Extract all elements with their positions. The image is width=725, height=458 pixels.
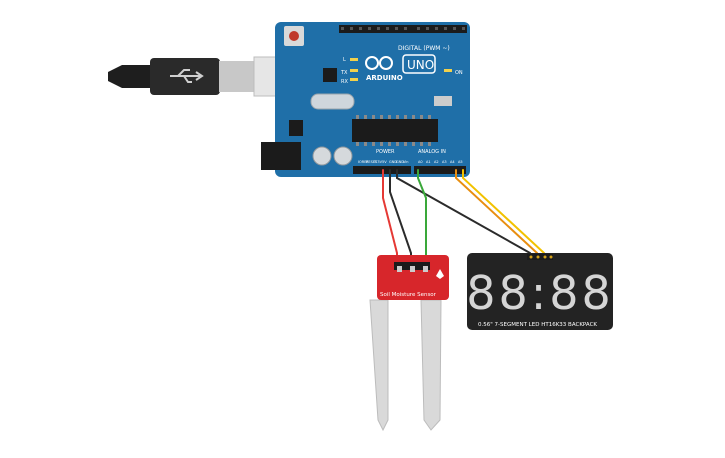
- regulator: [289, 120, 303, 136]
- pin-label: A3: [442, 160, 447, 164]
- pin-label: 5V: [382, 160, 387, 164]
- digital-header[interactable]: [339, 25, 467, 33]
- sensor-probe-left: [369, 299, 389, 432]
- pin-label: 3.3V: [374, 160, 383, 164]
- power-label: POWER: [376, 149, 395, 155]
- pin-label: Vin: [403, 160, 409, 164]
- wires: [382, 169, 545, 263]
- wire-a4-orange[interactable]: [455, 169, 538, 254]
- display-label: 0.56" 7-SEGMENT LED HT16K33 BACKPACK: [478, 322, 597, 328]
- on-label: ON: [455, 70, 463, 76]
- display-header[interactable]: [527, 254, 553, 260]
- soil-moisture-sensor[interactable]: Soil Moisture Sensor: [369, 255, 449, 432]
- wire-gnd-to-display[interactable]: [396, 169, 531, 254]
- pin-label: GND: [389, 160, 397, 164]
- pin-label: A4: [450, 160, 455, 164]
- wire-a5-yellow[interactable]: [462, 169, 545, 254]
- sensor-probe-right: [420, 299, 442, 431]
- pin-label: GND: [396, 160, 404, 164]
- arduino-uno-board[interactable]: DIGITAL (PWM ~) ARDUINO UNO TX RX L ON: [261, 22, 470, 177]
- pin-label: A2: [434, 160, 439, 164]
- wire-a0-green[interactable]: [417, 169, 427, 263]
- capacitor: [333, 146, 353, 166]
- usb-chip: [323, 68, 337, 82]
- pin-label: A1: [426, 160, 431, 164]
- pin-label: RESET: [366, 160, 378, 164]
- arduino-logo-icon: [365, 56, 393, 70]
- tx-label: TX: [340, 70, 348, 76]
- display-digits: 88:88: [466, 266, 614, 320]
- brand-label: ARDUINO: [366, 74, 403, 82]
- capacitor: [312, 146, 332, 166]
- usb-cable[interactable]: [108, 56, 287, 97]
- pin-label: IOREF: [358, 160, 368, 164]
- sensor-title: Soil Moisture Sensor: [380, 292, 437, 298]
- crystal: [310, 93, 355, 110]
- pin-label: A0: [418, 160, 423, 164]
- pin-label: A5: [458, 160, 463, 164]
- analog-header[interactable]: [414, 166, 466, 174]
- icsp-header: [434, 96, 452, 106]
- flame-icon: [436, 269, 444, 279]
- seven-segment-display[interactable]: 88:88 0.56" 7-SEGMENT LED HT16K33 BACKPA…: [466, 253, 614, 330]
- atmega-chip: [352, 119, 438, 142]
- analog-label: ANALOG IN: [418, 149, 446, 155]
- model-label: UNO: [407, 58, 434, 72]
- rx-label: RX: [341, 79, 348, 85]
- digital-label: DIGITAL (PWM ~): [398, 45, 450, 52]
- power-jack[interactable]: [261, 142, 301, 170]
- l-label: L: [343, 57, 346, 63]
